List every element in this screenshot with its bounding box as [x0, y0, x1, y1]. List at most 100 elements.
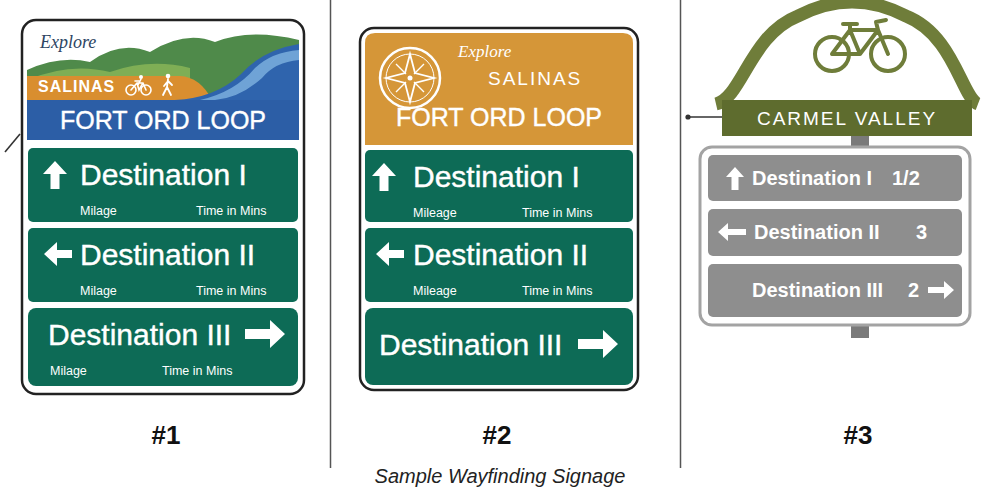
walker-icon	[163, 79, 172, 95]
distance-value: 3	[916, 222, 927, 242]
arrow-left	[44, 242, 72, 266]
destination-row: Destination II 3	[708, 209, 962, 256]
destination-row: Destination I1/2	[708, 155, 962, 201]
text-slot: Destination II	[413, 240, 588, 270]
text-slot: Mileage	[413, 204, 457, 220]
text-slot: 3	[916, 222, 927, 242]
route-band: FORT ORD LOOP	[27, 100, 299, 140]
arrow-right	[245, 320, 285, 348]
destination-name: Destination I	[80, 160, 247, 190]
distance-note: Milage	[80, 285, 117, 298]
distance-value: 2	[908, 280, 919, 300]
sign-board	[360, 28, 638, 390]
text-slot: Milage	[80, 282, 117, 298]
text-slot: #3	[844, 422, 873, 448]
arch-topper	[716, 2, 978, 104]
text-slot: FORT ORD LOOP	[396, 105, 602, 130]
arrow-right	[928, 281, 954, 299]
time-note: Time in Mins	[522, 285, 592, 298]
arrow-left	[376, 242, 404, 266]
divider-line	[680, 0, 682, 468]
text-slot: Milage	[80, 202, 117, 218]
leader-line	[686, 116, 722, 117]
wave-shape	[175, 44, 299, 100]
route-name: FORT ORD LOOP	[60, 108, 266, 133]
location-band: CARMEL VALLEY	[722, 100, 972, 136]
row-fill	[708, 264, 962, 317]
sign-frame: ExploreSALINAS FORT ORD LOOP Destination I…	[360, 28, 638, 390]
text-slot: Explore	[40, 33, 96, 51]
sign-panel: Destination I1/2Destination II3Destinati…	[700, 147, 970, 325]
text-slot: Destination III	[379, 330, 562, 360]
arrow-up	[726, 167, 744, 190]
sign-board	[22, 20, 304, 394]
destination-row: Destination III 2	[708, 264, 962, 317]
text-slot: Destination I	[80, 160, 247, 190]
text-slot: #2	[483, 422, 512, 448]
text-slot: Time in Mins	[162, 362, 232, 378]
sign-frame: ExploreSALINAS FORT ORD LOOP Destination I…	[22, 20, 304, 394]
compass-icon	[396, 64, 424, 92]
row-fill	[708, 155, 962, 201]
destination-panel: Destination II Milage Time in Mins	[28, 228, 298, 302]
distance-note: Mileage	[413, 285, 457, 298]
panel-fill	[365, 308, 633, 385]
destination-name: Destination II	[754, 222, 880, 242]
row-fill	[708, 209, 962, 256]
text-slot: Explore	[458, 43, 511, 60]
compass-icon	[408, 76, 413, 81]
text-slot: Destination III	[752, 280, 883, 300]
text-slot: Destination I	[413, 162, 580, 192]
divider-line	[330, 0, 332, 468]
destination-name: Destination II	[413, 240, 588, 270]
destination-name: Destination III	[379, 330, 562, 360]
leader-dot	[685, 114, 690, 119]
time-note: Time in Mins	[196, 205, 266, 218]
panel-fill	[365, 150, 633, 222]
text-slot: FORT ORD LOOP	[60, 108, 266, 133]
destination-panel: Destination I Milage Time in Mins	[28, 148, 298, 222]
route-band-fill	[27, 100, 299, 140]
leader-line	[5, 134, 20, 152]
sign-header: ExploreSALINAS	[27, 25, 299, 100]
destination-name: Destination III	[752, 280, 883, 300]
text-slot: Destination II	[754, 222, 880, 242]
arrow-left	[718, 223, 746, 241]
text-slot: CARMEL VALLEY	[757, 109, 937, 128]
header-script: Explore	[40, 33, 96, 51]
text-slot: SALINAS	[38, 79, 115, 95]
time-note: Time in Mins	[196, 285, 266, 298]
distance-note: Milage	[80, 205, 117, 218]
wave-crest	[200, 50, 299, 100]
time-note: Time in Mins	[162, 365, 232, 378]
panel-fill	[28, 148, 298, 222]
bike-icon	[131, 79, 146, 90]
destination-name: Destination III	[48, 320, 231, 350]
text-slot: SALINAS	[488, 69, 582, 88]
band-fill	[722, 100, 972, 136]
distance-note: Milage	[50, 365, 87, 378]
sign-number: #3	[844, 422, 873, 448]
text-slot: Destination III	[48, 320, 231, 350]
route-name: FORT ORD LOOP	[396, 105, 602, 130]
panel-fill	[28, 308, 298, 386]
compass-icon	[386, 54, 434, 102]
sign-number: #2	[483, 422, 512, 448]
distance-value: 1/2	[892, 168, 920, 188]
text-slot: Destination II	[80, 240, 255, 270]
orange-band	[27, 76, 212, 100]
time-note: Time in Mins	[522, 207, 592, 220]
compass-icon	[380, 48, 440, 108]
compass-icon	[386, 54, 434, 102]
destination-panel: Destination III Milage Time in Mins	[28, 308, 298, 386]
sign-header: ExploreSALINAS FORT ORD LOOP	[365, 33, 633, 145]
header-script: Explore	[458, 43, 511, 60]
sign-board	[700, 147, 970, 325]
text-slot: 2	[908, 280, 919, 300]
sign-number: #1	[152, 422, 181, 448]
bike-icon	[139, 75, 143, 79]
panel-fill	[28, 228, 298, 302]
destination-panel: Destination I Mileage Time in Mins	[365, 150, 633, 222]
bike-icon	[832, 20, 888, 54]
